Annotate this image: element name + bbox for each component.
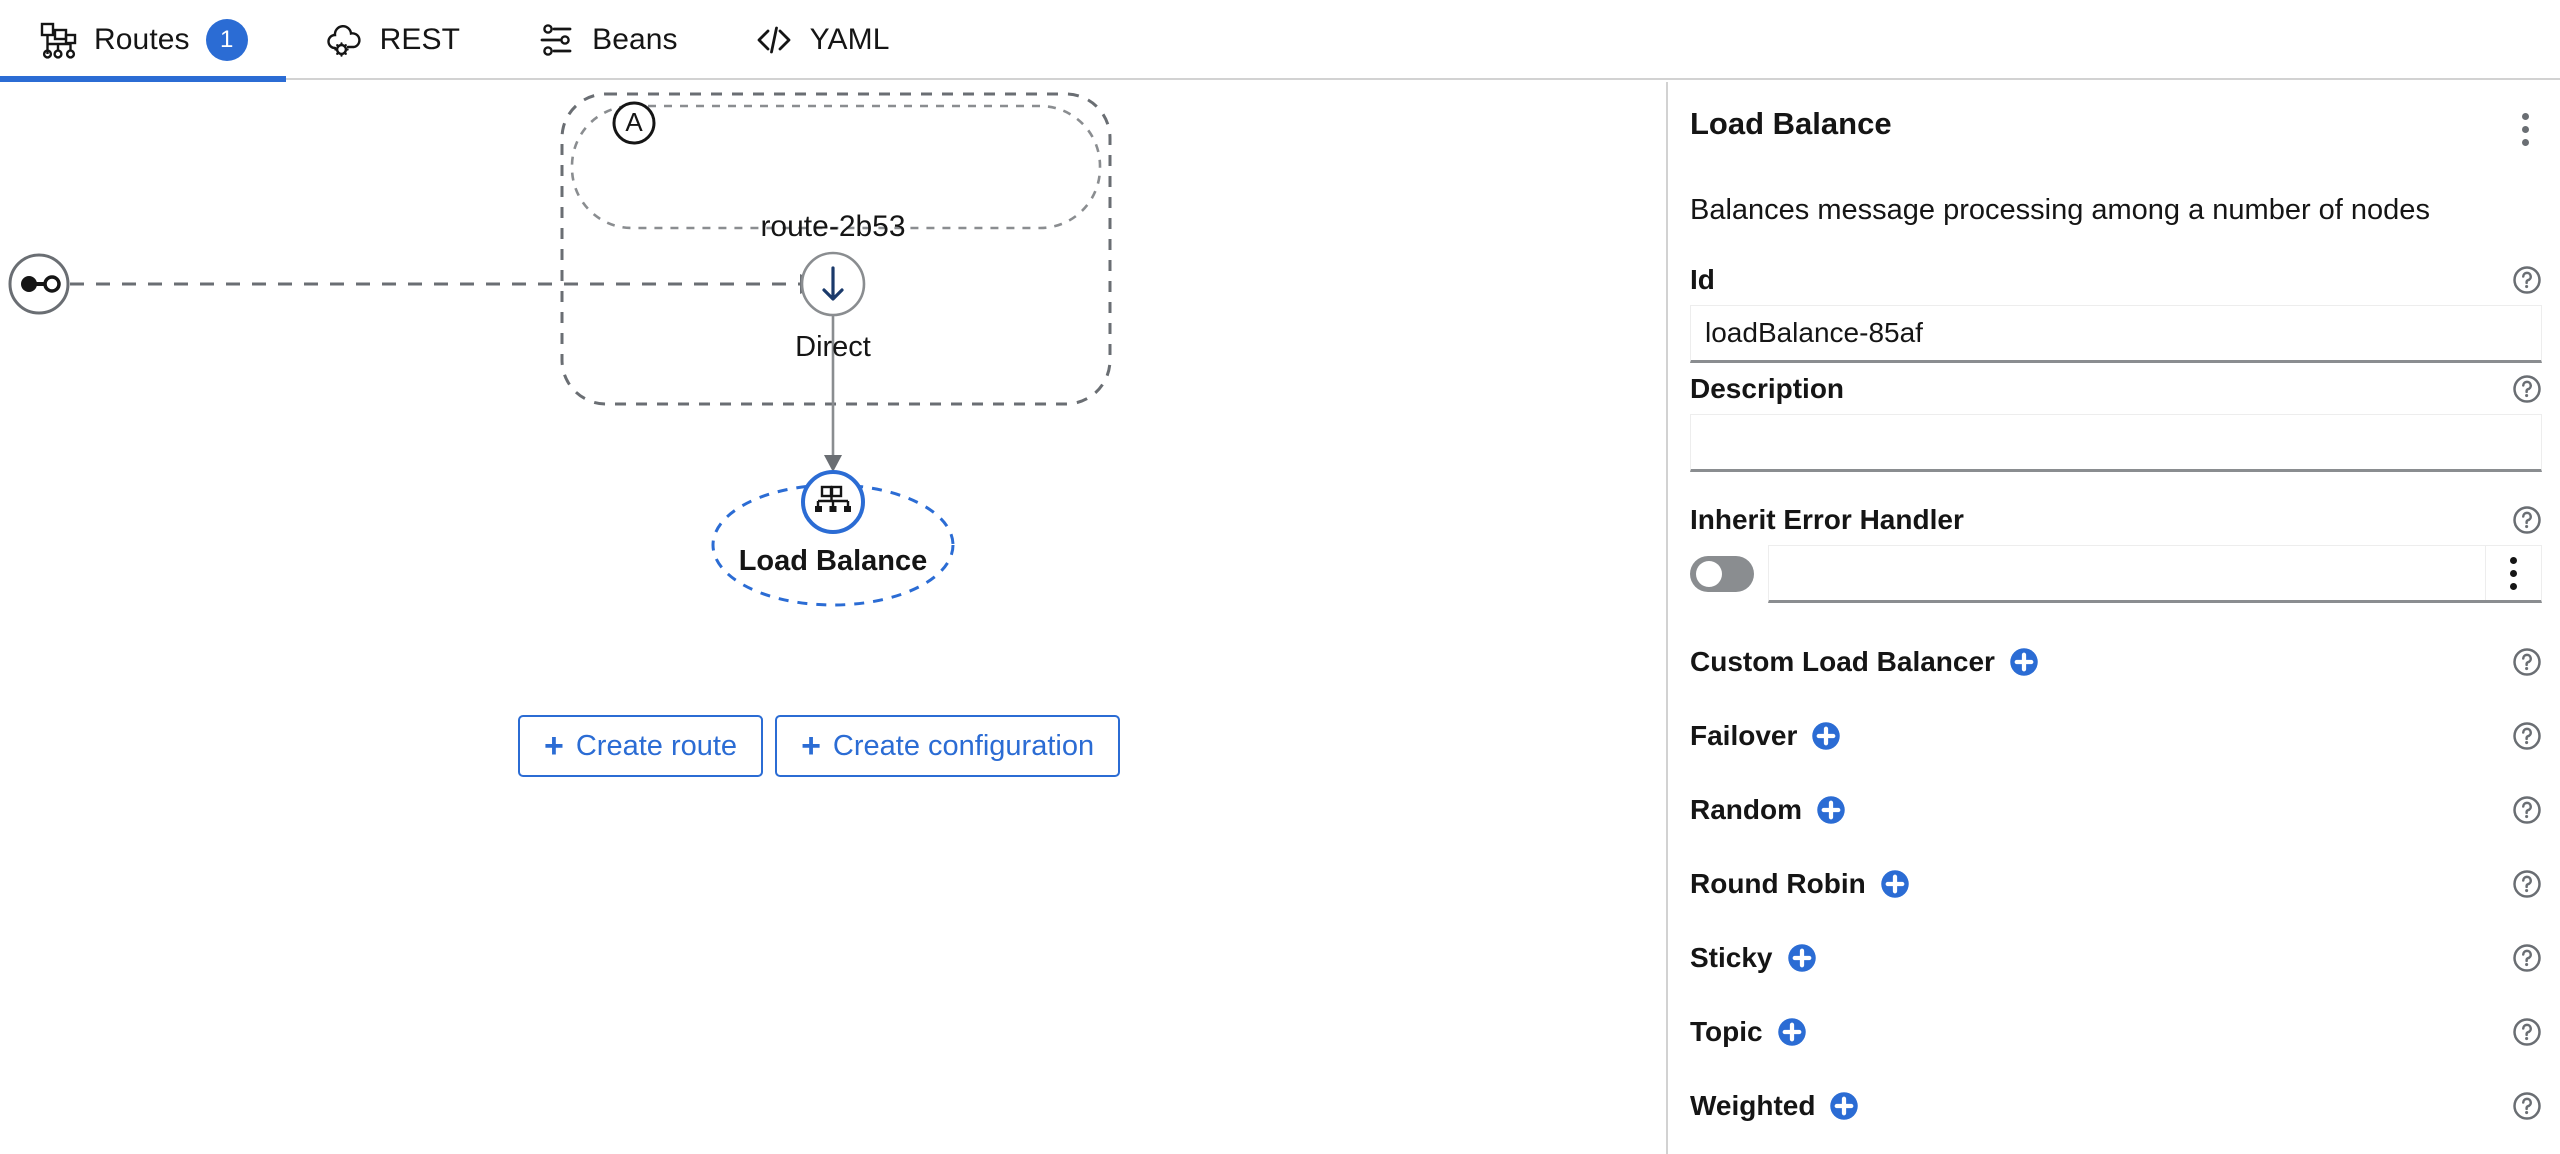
panel-description: Balances message processing among a numb… [1690,194,2430,226]
help-icon[interactable] [2512,1017,2542,1047]
inherit-error-handler-input[interactable] [1769,546,2485,601]
help-icon[interactable] [2512,721,2542,751]
option-row-random: Random [1690,773,2542,847]
sliders-icon [536,20,576,60]
plus-icon: + [544,727,564,765]
kebab-menu-icon[interactable] [2508,106,2542,152]
tab-label-rest: REST [379,23,461,56]
create-route-button[interactable]: + Create route [518,715,764,777]
field-label-id: Id [1690,264,1715,296]
option-row-sticky: Sticky [1690,921,2542,995]
field-id: Id [1690,264,2542,364]
route-title-pill [570,104,1102,230]
help-icon[interactable] [2512,505,2542,535]
code-brackets-icon [754,20,794,60]
help-icon[interactable] [2512,374,2542,404]
option-label-weighted: Weighted [1690,1090,1816,1122]
option-row-round-robin: Round Robin [1690,847,2542,921]
create-configuration-button[interactable]: + Create configuration [775,715,1121,777]
description-input[interactable] [1690,414,2542,473]
route-badge-letter: A [625,107,643,137]
option-row-failover: Failover [1690,699,2542,773]
tab-routes[interactable]: Routes 1 [0,0,286,82]
tab-label-beans: Beans [592,23,678,56]
panel-header: Load Balance [1690,106,2542,152]
start-node-hollow-dot [43,275,61,293]
option-row-custom-load-balancer: Custom Load Balancer [1690,625,2542,699]
node-label-load-balance: Load Balance [738,545,928,577]
option-label-topic: Topic [1690,1016,1763,1048]
routes-icon [38,20,78,60]
add-icon[interactable] [1816,795,1846,825]
load-balancer-options-list: Custom Load Balancer Failover Random Rou… [1690,625,2542,1143]
inherit-error-handler-combo[interactable] [1768,545,2542,604]
help-icon[interactable] [2512,647,2542,677]
field-description: Description [1690,373,2542,473]
help-icon[interactable] [2512,943,2542,973]
help-icon[interactable] [2512,265,2542,295]
help-icon[interactable] [2512,869,2542,899]
add-icon[interactable] [2009,647,2039,677]
tab-yaml[interactable]: YAML [716,0,928,80]
route-canvas[interactable]: route-2b53 A Direct Load Balance + Creat… [0,82,1664,1154]
field-label-inherit-error-handler: Inherit Error Handler [1690,504,1964,536]
tab-label-routes: Routes [94,23,190,56]
route-title: route-2b53 [760,210,906,243]
routes-count-badge: 1 [205,19,248,61]
option-label-random: Random [1690,794,1802,826]
properties-panel: Load Balance Balances message processing… [1666,82,2560,1154]
load-balance-icon [815,485,851,512]
add-icon[interactable] [1811,721,1841,751]
option-label-custom-load-balancer: Custom Load Balancer [1690,646,1995,678]
help-icon[interactable] [2512,795,2542,825]
main-tab-bar: Routes 1 REST Beans [0,0,2560,82]
node-label-direct: Direct [795,331,871,363]
add-icon[interactable] [1829,1091,1859,1121]
inherit-error-handler-toggle[interactable] [1690,556,1754,593]
tab-label-yaml: YAML [809,23,890,56]
inherit-error-handler-kebab-icon[interactable] [2485,546,2541,601]
route-container-outline [560,92,1112,406]
create-route-label: Create route [575,729,738,762]
add-custom-load-balancer-button[interactable] [2009,647,2039,677]
option-row-weighted: Weighted [1690,1069,2542,1143]
add-random-button[interactable] [1816,795,1846,825]
field-label-description: Description [1690,373,1845,405]
option-label-sticky: Sticky [1690,942,1773,974]
id-input[interactable] [1690,305,2542,364]
add-sticky-button[interactable] [1787,943,1817,973]
create-configuration-label: Create configuration [832,729,1095,762]
add-failover-button[interactable] [1811,721,1841,751]
route-graph [8,92,1112,607]
plus-icon: + [801,727,821,765]
route-badge-circle [612,101,656,145]
tab-beans[interactable]: Beans [498,0,716,80]
tab-rest[interactable]: REST [286,0,498,80]
add-topic-button[interactable] [1777,1017,1807,1047]
add-weighted-button[interactable] [1829,1091,1859,1121]
arrow-down-icon [822,266,844,301]
add-round-robin-button[interactable] [1880,869,1910,899]
option-label-failover: Failover [1690,720,1798,752]
help-icon[interactable] [2512,1091,2542,1121]
cloud-gear-icon [324,20,364,60]
canvas-action-buttons: + Create route + Create configuration [518,715,1121,777]
direct-to-loadbalance-arrow [824,455,842,472]
add-icon[interactable] [1787,943,1817,973]
panel-title: Load Balance [1690,106,1892,141]
loadbalance-selection-outline [711,483,955,607]
add-icon[interactable] [1777,1017,1807,1047]
option-row-topic: Topic [1690,995,2542,1069]
field-inherit-error-handler: Inherit Error Handler [1690,504,2542,604]
option-label-round-robin: Round Robin [1690,868,1866,900]
add-icon[interactable] [1880,869,1910,899]
